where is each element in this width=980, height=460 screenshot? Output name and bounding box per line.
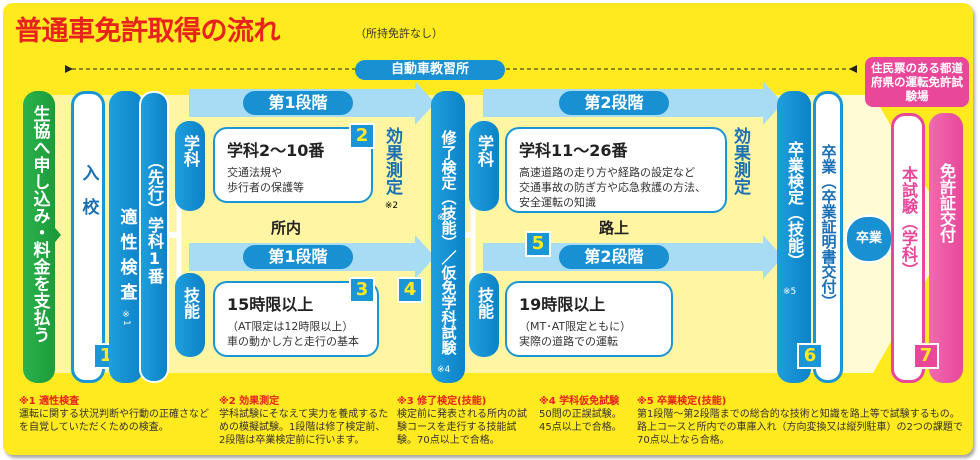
aptitude-step: 適性検査 ※1: [109, 91, 143, 383]
graduate-step: 卒業検定（技能）: [777, 91, 811, 383]
note-5-body: 第1段階〜第2段階までの総合的な技術と知識を路上等で試験するもの。路上コースと所…: [637, 409, 963, 446]
step-number-6: 6: [797, 343, 823, 369]
residence-label: 住民票のある都道府県の運転免許試験場: [865, 57, 969, 107]
note-2-title: ※2 効果測定: [219, 396, 280, 407]
ginou-stage1: 技能: [175, 273, 205, 357]
ginou-stage1-label: 技能: [181, 287, 200, 319]
mid-check-label: 修了検定（技能）／仮免学科試験: [439, 129, 458, 355]
eff1-step: 効果測定 ※2: [382, 127, 402, 211]
step-number-2: 2: [349, 123, 375, 149]
stage2-ginou-box: 19時限以上 （MT･AT限定ともに） 実際の道路での運転: [505, 281, 673, 357]
stage2-ginou-heading: 19時限以上: [519, 295, 606, 314]
enroll-label: 入 校: [78, 164, 99, 215]
note-3-body: 検定前に発表される所内の試験コースを走行する技能試験。70点以上で合格。: [397, 409, 527, 446]
note-1: ※1 適性検査 運転に関する状況判断や行動の正確さなどを自覚していただくための検…: [19, 395, 215, 434]
note-4: ※4 学科仮免試験 50問の正誤試験。45点以上で合格。: [539, 395, 629, 434]
mid-check-step: 修了検定（技能）／仮免学科試験: [431, 91, 465, 383]
license-label: 免許証交付: [937, 163, 956, 243]
stage1-ginou-desc1: （AT限定は12時限以上）: [227, 320, 354, 333]
sotsugyo-badge: 卒業: [845, 215, 893, 263]
cert-label: 卒業（卒業証明書交付）: [819, 144, 838, 309]
eff1-mark: ※2: [384, 201, 399, 211]
apply-label: 生協へ申し込み・料金を支払う: [29, 105, 50, 343]
page-title: 普通車免許取得の流れ: [15, 16, 281, 47]
note-1-title: ※1 適性検査: [19, 396, 80, 407]
note-4-body: 50問の正誤試験。45点以上で合格。: [539, 409, 622, 433]
stage1-lower-label: 第1段階: [243, 245, 353, 269]
stage2-ginou-desc2: 実際の道路での運転: [519, 335, 618, 348]
gakka-stage1-label: 学科: [181, 135, 200, 167]
exam-step: 本試験（学科）: [891, 113, 925, 383]
prelim-label: （先行）学科1番: [145, 153, 164, 284]
stage2-gakka-desc3: 安全運転の知識: [519, 196, 596, 209]
stage2-lower-label: 第2段階: [559, 245, 669, 269]
stage1-upper-label: 第1段階: [243, 91, 353, 115]
note-2: ※2 効果測定 学科試験にそなえて実力を養成するための模擬試験。1段階は修了検定…: [219, 395, 391, 447]
step-number-3: 3: [349, 277, 375, 303]
flow-panel: 普通車免許取得の流れ （所持免許なし） 自動車教習所 生協へ申し込み・料金を支払…: [3, 3, 973, 455]
school-label: 自動車教習所: [355, 60, 505, 80]
stage1-ginou-heading: 15時限以上: [227, 295, 314, 314]
eff1-label: 効果測定: [382, 127, 402, 195]
prelim-step: （先行）学科1番: [139, 91, 169, 383]
step-number-7: 7: [913, 343, 939, 369]
ginou-stage2: 技能: [469, 273, 499, 357]
aptitude-mark: ※1: [121, 310, 131, 326]
stage1-gakka-desc2: 歩行者の保護等: [227, 181, 304, 194]
stage2-upper-label: 第2段階: [559, 91, 669, 115]
stage1-gakka-heading: 学科2〜10番: [227, 141, 325, 160]
license-step: 免許証交付: [929, 113, 963, 383]
stage2-gakka-desc1: 高速道路の走り方や経路の設定など: [519, 166, 695, 179]
ginou-stage2-label: 技能: [475, 287, 494, 319]
eff2-step: 効果測定: [730, 127, 750, 195]
eff2-label: 効果測定: [730, 127, 750, 195]
stage2-gakka-box: 学科11〜26番 高速道路の走り方や経路の設定など交通事故の防ぎ方や応急救護の方…: [505, 127, 727, 213]
step-number-5: 5: [525, 231, 551, 257]
stage2-gakka-desc2: 交通事故の防ぎ方や応急救護の方法、: [519, 181, 706, 194]
stage1-gakka-box: 学科2〜10番 交通法規や歩行者の保護等: [213, 127, 373, 203]
mid-mark1: ※3: [437, 213, 451, 223]
enroll-step: 入 校: [71, 91, 105, 383]
aptitude-label: 適性検査: [116, 208, 137, 309]
stage2-gakka-heading: 学科11〜26番: [519, 141, 628, 160]
stage1-gakka-desc1: 交通法規や: [227, 166, 282, 179]
cert-step: 卒業（卒業証明書交付）: [813, 91, 843, 383]
graduate-label: 卒業検定（技能）: [785, 141, 804, 269]
note-5: ※5 卒業検定(技能) 第1段階〜第2段階までの総合的な技術と知識を路上等で試験…: [637, 395, 963, 447]
note-2-body: 学科試験にそなえて実力を養成するための模擬試験。1段階は修了検定前、2段階は卒業…: [219, 409, 389, 446]
gakka-stage2-label: 学科: [475, 135, 494, 167]
step-number-4: 4: [397, 277, 423, 303]
gakka-stage2: 学科: [469, 121, 499, 211]
shonai-label: 所内: [271, 219, 302, 237]
note-5-title: ※5 卒業検定(技能): [637, 396, 727, 407]
note-3: ※3 修了検定(技能) 検定前に発表される所内の試験コースを走行する技能試験。7…: [397, 395, 533, 447]
stage1-ginou-desc2: 車の動かし方と走行の基本: [227, 335, 359, 348]
note-3-title: ※3 修了検定(技能): [397, 396, 487, 407]
rojo-label: 路上: [599, 219, 630, 237]
apply-step: 生協へ申し込み・料金を支払う: [23, 91, 55, 383]
page-subtitle: （所持免許なし）: [355, 27, 443, 40]
stage2-ginou-desc1: （MT･AT限定ともに）: [519, 320, 632, 333]
graduate-mark: ※5: [783, 287, 797, 297]
exam-label: 本試験（学科）: [899, 166, 918, 278]
note-4-title: ※4 学科仮免試験: [539, 396, 620, 407]
note-1-body: 運転に関する状況判断や行動の正確さなどを自覚していただくための検査。: [19, 409, 209, 433]
mid-mark2: ※4: [437, 365, 451, 375]
gakka-stage1: 学科: [175, 121, 205, 211]
